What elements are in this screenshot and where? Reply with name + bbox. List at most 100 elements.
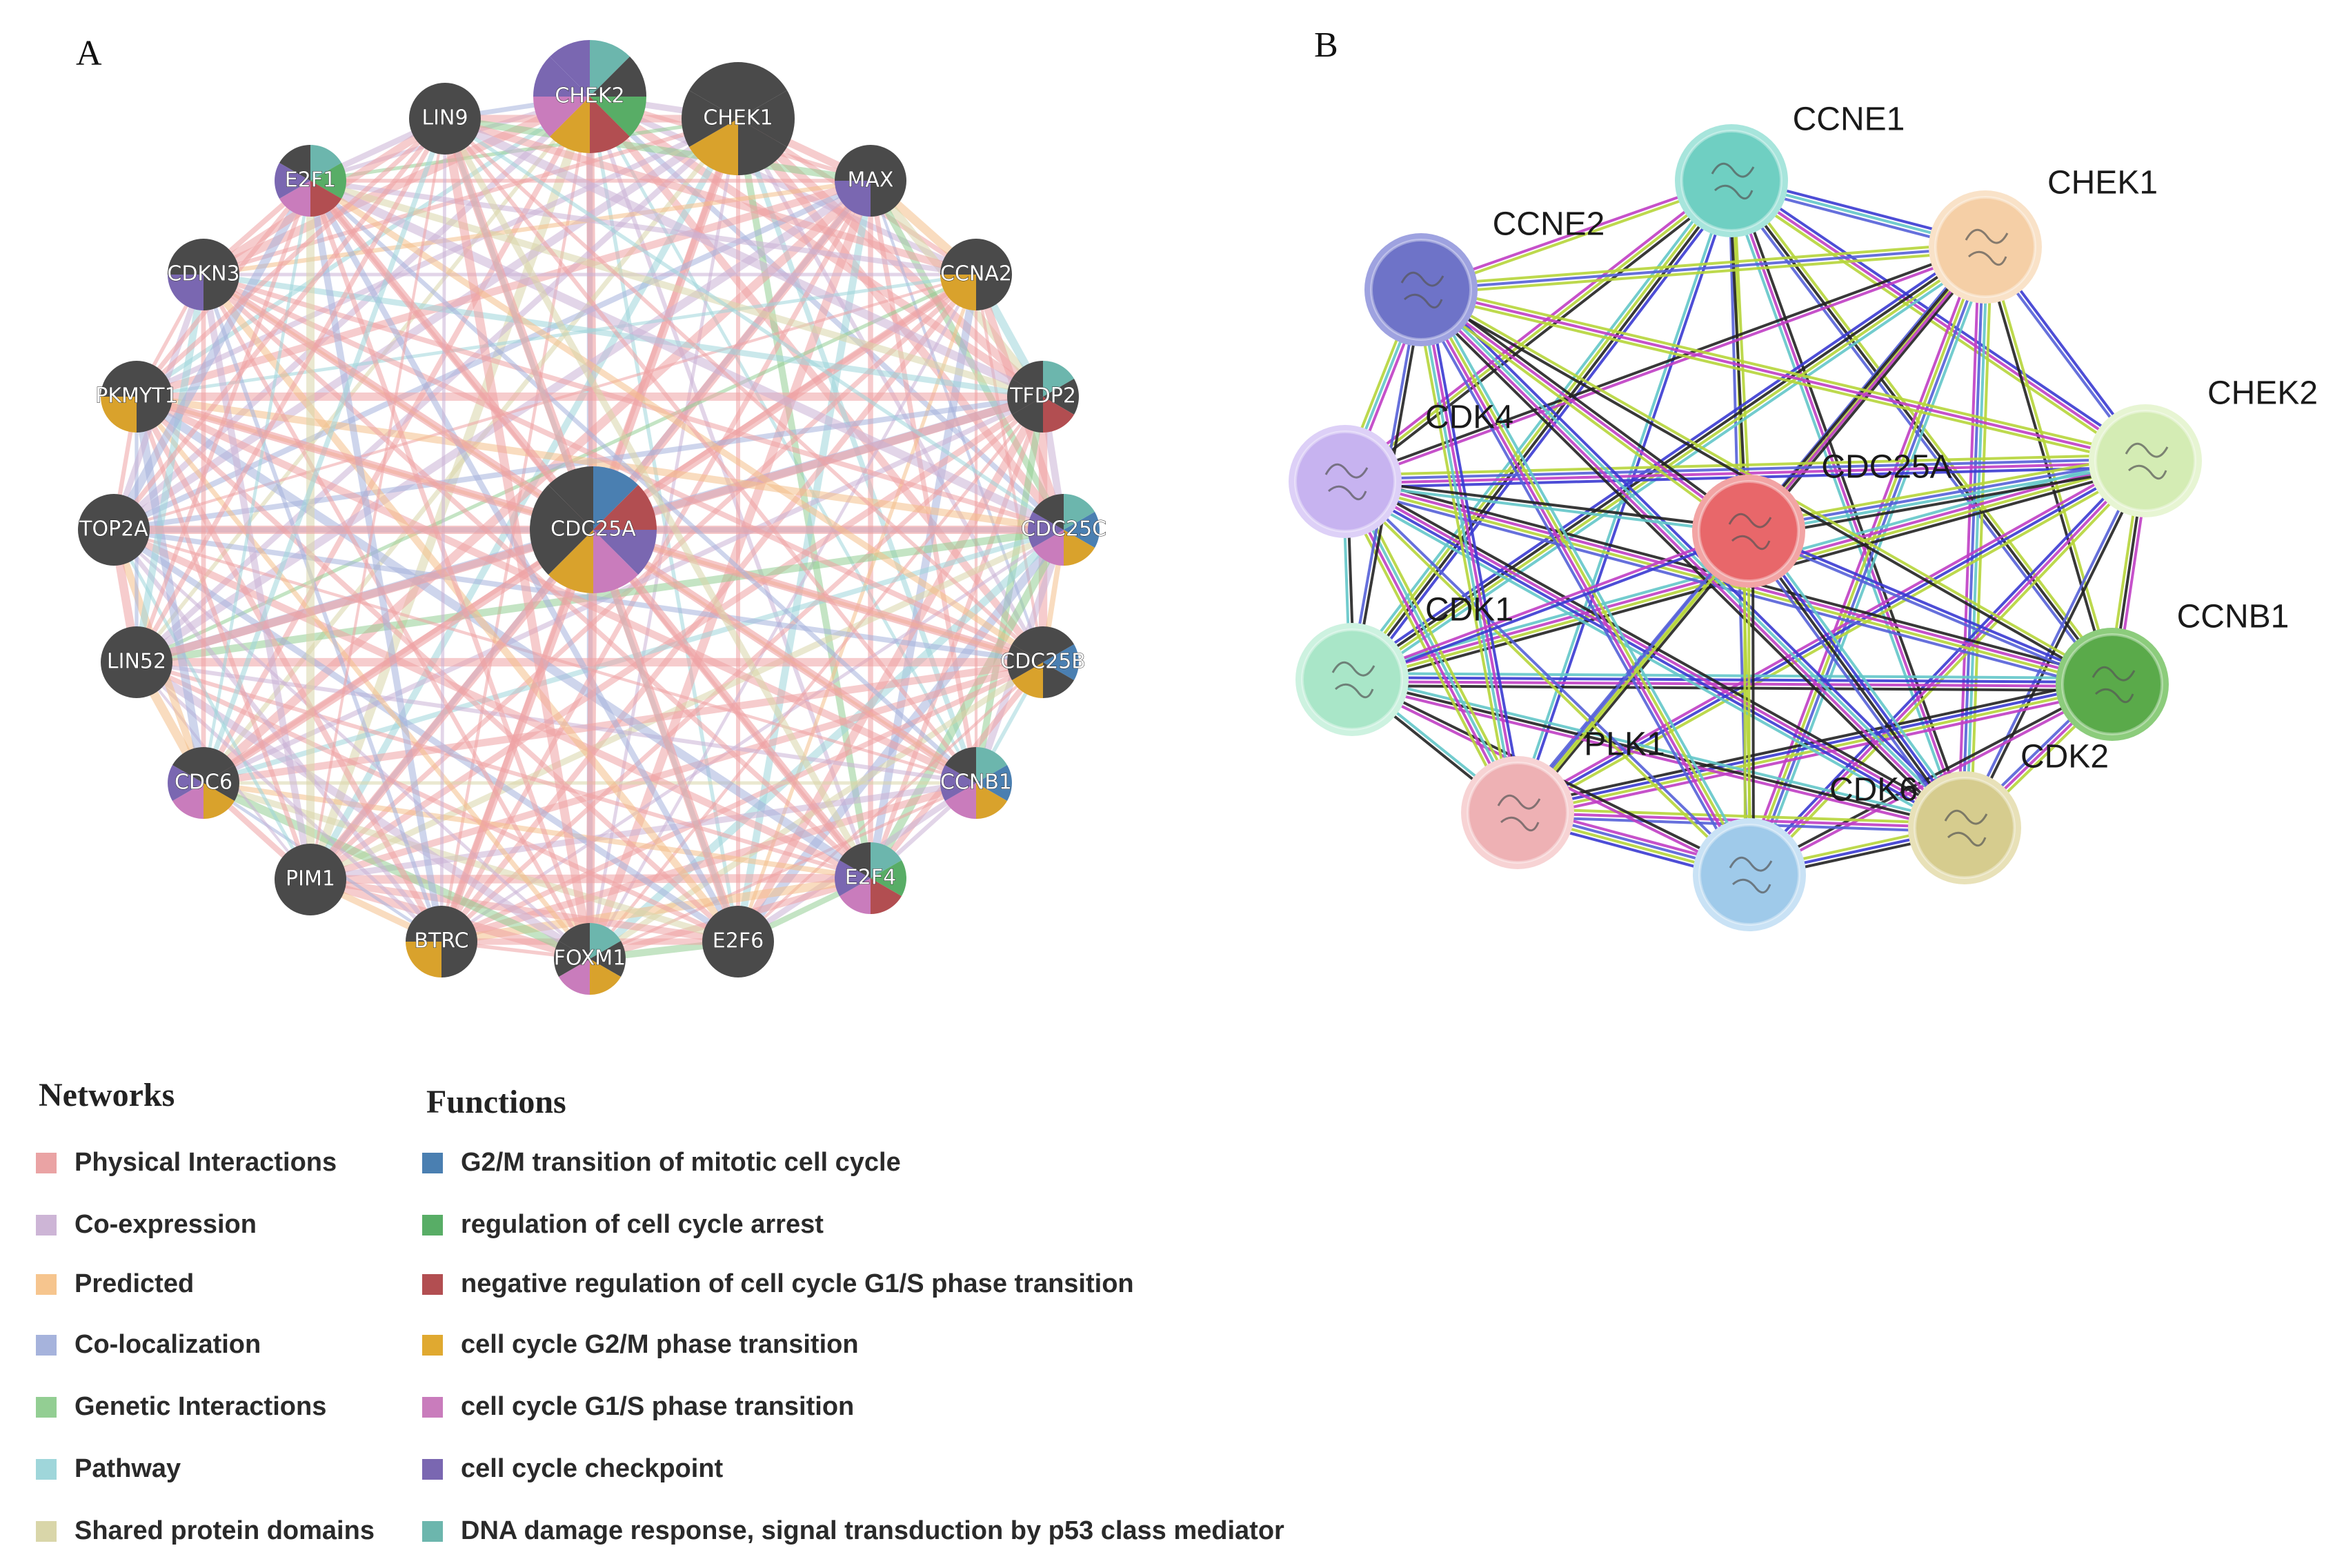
legend-item-function: cell cycle G2/M phase transition [422, 1330, 859, 1360]
edge [1418, 292, 1747, 536]
node-pkmyt1[interactable]: PKMYT1 [95, 361, 178, 433]
node-cdc25a[interactable]: CDC25A [529, 466, 657, 594]
legend-item-network: Co-expression [36, 1210, 257, 1240]
edge [1345, 478, 1967, 828]
legend-swatch [422, 1458, 443, 1480]
edge [1746, 244, 1985, 531]
edge [1745, 457, 2144, 873]
node-ccna2[interactable]: CCNA2 [940, 239, 1012, 310]
edge [1518, 807, 1965, 825]
node-chek1[interactable]: CHEK1 [682, 62, 795, 175]
node-top2a[interactable]: TOP2A [78, 494, 150, 566]
edge [1352, 181, 1734, 682]
legend-item-function: DNA damage response, signal transduction… [422, 1516, 1284, 1546]
node-lin9[interactable]: LIN9 [409, 83, 481, 155]
node-chek2[interactable]: CHEK2 [2089, 375, 2318, 517]
node-cdkn3[interactable]: CDKN3 [167, 239, 240, 310]
node-ccne2[interactable]: CCNE2 [1364, 206, 1605, 346]
edge [1420, 292, 2145, 466]
edge [1418, 290, 1965, 831]
edge [1421, 288, 1753, 875]
legend-item-function: cell cycle G1/S phase transition [422, 1392, 854, 1422]
legend-item-network: Co-localization [36, 1330, 261, 1360]
edge [443, 115, 1045, 401]
edge [136, 526, 1064, 666]
node-cdk2[interactable]: CDK2 [1908, 739, 2109, 884]
node-foxm1[interactable]: FOXM1 [553, 923, 626, 995]
edge [307, 527, 597, 882]
node-e2f1[interactable]: E2F1 [275, 145, 346, 217]
edge [310, 875, 739, 946]
legend-item-network: Predicted [36, 1269, 194, 1299]
node-label: CCNA2 [940, 262, 1012, 286]
node-label: CHEK2 [555, 84, 624, 108]
node-cdc6[interactable]: CDC6 [168, 747, 239, 819]
protein-structure-icon [1324, 463, 1369, 501]
edge [589, 528, 742, 943]
node-max[interactable]: MAX [835, 145, 906, 217]
edge [1352, 672, 2113, 679]
node-tfdp2[interactable]: TFDP2 [1007, 361, 1079, 433]
node-label: TOP2A [79, 517, 148, 542]
node-cdc25a[interactable]: CDC25A [1692, 449, 1952, 588]
node-ccnb1[interactable]: CCNB1 [940, 747, 1013, 819]
protein-structure-icon [1400, 271, 1444, 309]
edge [1961, 246, 1985, 828]
node-lin52[interactable]: LIN52 [101, 626, 172, 698]
edge [201, 270, 596, 534]
node-label: CDKN3 [167, 262, 239, 286]
node-cdc25b[interactable]: CDC25B [1000, 626, 1086, 698]
node-plk1[interactable]: PLK1 [1461, 726, 1665, 869]
node-e2f6[interactable]: E2F6 [702, 906, 774, 977]
edge [1420, 288, 1750, 533]
edge [1352, 674, 1966, 826]
edge [1351, 684, 2112, 692]
edge [1351, 528, 1749, 679]
edge [1421, 287, 1967, 828]
edge [135, 117, 447, 399]
protein-structure-icon [1965, 228, 2009, 266]
node-ccne1[interactable]: CCNE1 [1675, 101, 1905, 237]
edge [135, 659, 739, 944]
edge [1754, 248, 1993, 877]
legend-swatch [36, 1396, 57, 1418]
node-pim1[interactable]: PIM1 [275, 844, 346, 915]
node-e2f4[interactable]: E2F4 [835, 842, 906, 914]
edge [440, 117, 595, 960]
node-btrc[interactable]: BTRC [406, 906, 477, 977]
edge [1420, 241, 1985, 287]
edge [1749, 465, 2147, 539]
edge [308, 272, 978, 882]
legend-swatch [422, 1152, 443, 1173]
node-label: CDK4 [1425, 399, 1513, 436]
legend-label: cell cycle checkpoint [461, 1454, 724, 1483]
edge [1344, 453, 2145, 477]
panel-a-letter: A [76, 34, 102, 73]
edge [135, 393, 978, 786]
node-label: CDC25B [1000, 650, 1086, 674]
edge [1742, 244, 1981, 873]
node-ccnb1[interactable]: CCNB1 [2056, 599, 2289, 741]
edge [1515, 528, 1749, 813]
networks-legend-title: Networks [39, 1077, 175, 1113]
node-chek2[interactable]: CHEK2 [533, 39, 646, 154]
node-cdc25c[interactable]: CDC25C [1020, 494, 1107, 566]
edge [136, 393, 1064, 534]
node-cdk6[interactable]: CDK6 [1693, 772, 1918, 931]
protein-structure-icon [1331, 661, 1375, 699]
legend-label: Predicted [75, 1269, 195, 1298]
edge [868, 180, 979, 784]
protein-structure-icon [1497, 794, 1541, 832]
legend-item-network: Shared protein domains [36, 1516, 375, 1546]
node-cdk4[interactable]: CDK4 [1289, 399, 1513, 538]
edge [1746, 246, 1985, 875]
edge [1352, 531, 1750, 683]
edge [201, 526, 596, 787]
legend-swatch [36, 1334, 57, 1356]
node-cdk1[interactable]: CDK1 [1295, 592, 1513, 736]
legend-item-function: regulation of cell cycle arrest [422, 1210, 824, 1240]
node-chek1[interactable]: CHEK1 [1929, 165, 2158, 304]
legend-label: Shared protein domains [75, 1516, 375, 1545]
